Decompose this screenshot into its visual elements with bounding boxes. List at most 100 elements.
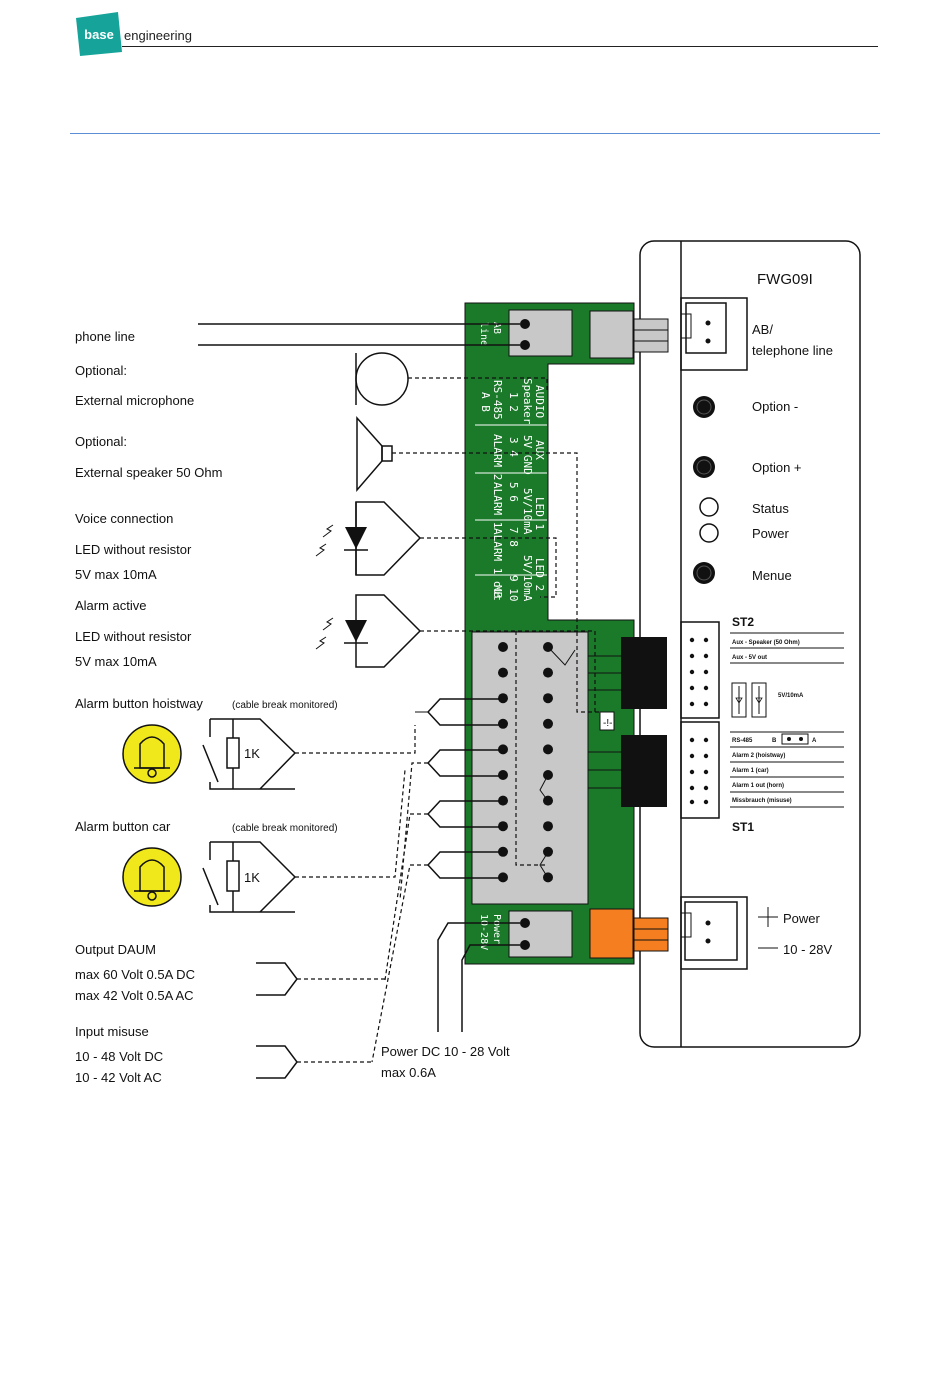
logo-text: base xyxy=(84,27,114,42)
power-jack: Power 10 - 28V xyxy=(680,896,832,970)
cable-break2-label: (cable break monitored) xyxy=(232,823,338,834)
terminal-pin xyxy=(498,693,508,704)
resistor2-label: 1K xyxy=(244,870,260,885)
optional-speaker-label: Optional: xyxy=(75,434,127,449)
output-daum-label: Output DAUM xyxy=(75,942,156,957)
pcb-mb: MB xyxy=(491,585,504,599)
pcb-rs485: RS-485 xyxy=(491,380,504,420)
pcb-pins-12: 1 2 xyxy=(507,392,520,412)
pcb-led1-spec: 5V/10mA xyxy=(521,488,534,535)
terminal-pin xyxy=(498,821,508,832)
terminal-pin xyxy=(543,718,553,729)
brand-name: engineering xyxy=(124,28,192,43)
rs485-a: A xyxy=(812,738,817,744)
pcb-power: Power xyxy=(491,914,502,944)
ext-speaker-label: External speaker 50 Ohm xyxy=(75,465,222,480)
terminal-pin xyxy=(498,642,508,652)
terminal-pin xyxy=(498,795,508,806)
daum-ac-label: max 42 Volt 0.5A AC xyxy=(75,988,194,1003)
bell-car-icon xyxy=(122,847,182,907)
menue-label: Menue xyxy=(752,568,792,583)
pcb-pins-34: 3 4 xyxy=(507,437,520,457)
left-labels: phone line Optional: External microphone… xyxy=(75,329,510,1085)
pcb-gnd: 5V GND xyxy=(521,435,534,475)
resistor1-label: 1K xyxy=(244,746,260,761)
input-misuse-label: Input misuse xyxy=(75,1024,149,1039)
header-rule xyxy=(122,46,878,47)
power-wires xyxy=(437,922,520,1032)
section-rule xyxy=(70,133,880,134)
pcb-ab: AB xyxy=(491,322,502,334)
terminal-pin xyxy=(543,821,553,832)
switch-hoistway: 1K xyxy=(202,718,416,790)
pcb-pins-56: 5 6 xyxy=(507,482,520,502)
pcb-line: line xyxy=(478,322,489,346)
terminal-pin xyxy=(498,872,508,883)
device-name: FWG09I xyxy=(757,271,813,288)
device-buttons: Option - Option + Status Power Menue xyxy=(693,396,802,584)
rs485-label: RS-485 xyxy=(732,738,753,744)
terminal-forks xyxy=(371,698,500,1063)
brand-logo: base xyxy=(76,12,122,56)
speaker-icon xyxy=(356,416,600,713)
led-nores1-label: LED without resistor xyxy=(75,542,192,557)
pcb-alarm2: ALARM 2 xyxy=(491,434,504,480)
option-plus-label: Option + xyxy=(752,460,802,475)
output-forks xyxy=(256,962,385,1079)
pcb-audio: AUDIO xyxy=(533,385,546,418)
led-voice-icon xyxy=(315,501,557,598)
led-spec1-label: 5V max 10mA xyxy=(75,567,157,582)
daum-dc-label: max 60 Volt 0.5A DC xyxy=(75,967,195,982)
terminal-pin xyxy=(498,718,508,729)
st1-row-alarm1: Alarm 1 (car) xyxy=(732,768,769,774)
power-dc-label: Power DC 10 - 28 Volt xyxy=(381,1044,510,1059)
terminal-pin xyxy=(543,667,553,678)
power-plus-label: Power xyxy=(783,911,821,926)
led-spec2-label: 5V max 10mA xyxy=(75,654,157,669)
terminal-pin xyxy=(543,846,553,857)
terminal-pin xyxy=(543,744,553,755)
terminal-links xyxy=(539,646,621,879)
terminal-pin xyxy=(543,693,553,704)
pcb-rs485-ab: A B xyxy=(479,392,492,412)
terminal-pin xyxy=(498,770,508,780)
pcb-aux: AUX xyxy=(533,440,546,460)
ab-jack: AB/ telephone line xyxy=(680,297,833,371)
optional-mic-label: Optional: xyxy=(75,363,127,378)
st1-row-alarm2: Alarm 2 (hoistway) xyxy=(732,753,785,759)
microphone-icon xyxy=(355,352,548,406)
st2-row-5v: Aux - 5V out xyxy=(732,655,767,661)
rs485-b: B xyxy=(772,738,777,744)
status-label: Status xyxy=(752,501,789,516)
option-minus-label: Option - xyxy=(752,399,798,414)
bell-hoistway-icon xyxy=(122,724,182,784)
led-alarm-icon xyxy=(315,594,596,866)
st2-row-speaker: Aux - Speaker (50 Ohm) xyxy=(732,640,800,646)
voice-label: Voice connection xyxy=(75,511,173,526)
st1-label: ST1 xyxy=(732,820,754,834)
power-led-label: Power xyxy=(752,526,790,541)
phone-wires xyxy=(198,323,520,346)
pcb-alarm1: ALARM 1 xyxy=(491,482,504,528)
pcb-pins-910: 9 10 xyxy=(507,575,520,602)
telephone-line-label: telephone line xyxy=(752,343,833,358)
power-max-label: max 0.6A xyxy=(381,1065,436,1080)
st2-label: ST2 xyxy=(732,615,754,629)
phone-line-label: phone line xyxy=(75,329,135,344)
pcb-pins-78: 7 8 xyxy=(507,527,520,547)
led-spec-label: 5V/10mA xyxy=(778,693,804,699)
pcb-power-range: 10-28V xyxy=(478,914,489,950)
led-nores2-label: LED without resistor xyxy=(75,629,192,644)
alarm-car-label: Alarm button car xyxy=(75,819,171,834)
ext-mic-label: External microphone xyxy=(75,393,194,408)
svg-text:-!-: -!- xyxy=(603,718,612,729)
pcb-speaker: Speaker xyxy=(521,378,534,425)
terminal-pin xyxy=(498,744,508,755)
misuse-ac-label: 10 - 42 Volt AC xyxy=(75,1070,162,1085)
device-housing: FWG09I xyxy=(639,240,861,1048)
alarm-hoistway-label: Alarm button hoistway xyxy=(75,696,203,711)
pcb-led1: LED 1 xyxy=(533,497,546,530)
misuse-dc-label: 10 - 48 Volt DC xyxy=(75,1049,163,1064)
terminal-pin xyxy=(498,846,508,857)
